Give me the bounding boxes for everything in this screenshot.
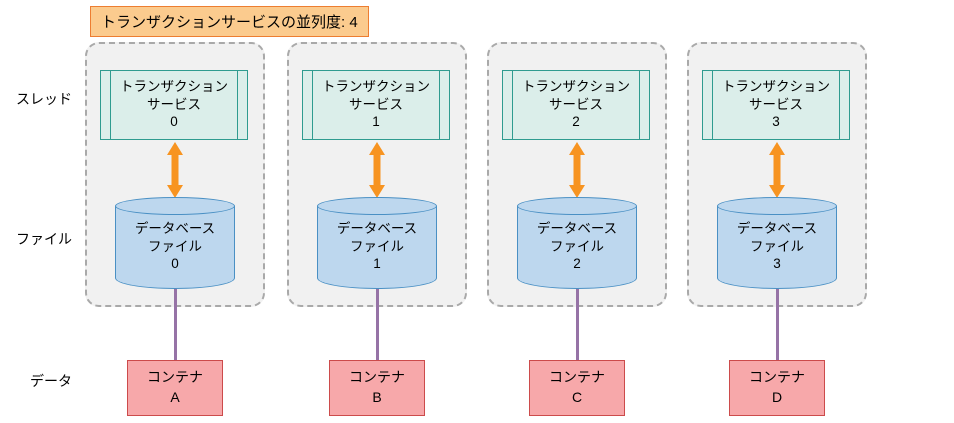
thread-file-panel: トランザクション サービス 1 データベース ファイル 1	[287, 42, 467, 307]
database-file-label: データベース ファイル 0	[115, 220, 235, 273]
process-side-bar-icon	[312, 71, 313, 139]
service-label-line2: サービス	[349, 96, 403, 112]
service-label-line1: トランザクション	[322, 79, 430, 94]
database-file-label: データベース ファイル 3	[717, 220, 837, 273]
thread-file-panel: トランザクション サービス 0 データベース ファイル 0	[85, 42, 265, 307]
database-number: 0	[171, 256, 179, 272]
service-column-0: トランザクション サービス 0 データベース ファイル 0	[85, 0, 265, 423]
process-side-bar-icon	[712, 71, 713, 139]
database-file-cylinder: データベース ファイル 0	[115, 197, 235, 289]
service-number: 2	[572, 114, 580, 130]
container-name: D	[771, 389, 783, 406]
container-label: コンテナ	[147, 369, 203, 385]
cylinder-top	[115, 197, 235, 215]
service-label-line2: サービス	[147, 96, 201, 112]
cylinder-top	[517, 197, 637, 215]
service-number: 3	[772, 114, 780, 130]
database-number: 3	[773, 256, 781, 272]
database-label-line1: データベース	[336, 221, 418, 236]
service-column-3: トランザクション サービス 3 データベース ファイル 3	[687, 0, 867, 423]
row-label-data: データ	[30, 373, 72, 389]
cylinder-body	[517, 206, 637, 289]
process-side-bar-icon	[439, 71, 440, 139]
database-label-line1: データベース	[536, 221, 618, 236]
transaction-service-box: トランザクション サービス 2	[502, 70, 650, 140]
container-name: A	[170, 389, 180, 406]
service-column-1: トランザクション サービス 1 データベース ファイル 1	[287, 0, 467, 423]
container-label: コンテナ	[549, 369, 605, 385]
connector-line	[575, 289, 579, 361]
service-number: 1	[372, 114, 380, 130]
process-side-bar-icon	[237, 71, 238, 139]
database-file-cylinder: データベース ファイル 2	[517, 197, 637, 289]
database-file-cylinder: データベース ファイル 3	[717, 197, 837, 289]
cylinder-body	[317, 206, 437, 289]
process-side-bar-icon	[839, 71, 840, 139]
database-file-label: データベース ファイル 1	[317, 220, 437, 273]
container-box: コンテナ B	[329, 360, 425, 416]
database-label-line2: ファイル	[350, 238, 404, 254]
container-label: コンテナ	[349, 369, 405, 385]
transaction-service-box: トランザクション サービス 0	[100, 70, 248, 140]
cylinder-body	[717, 206, 837, 289]
container-box: コンテナ A	[127, 360, 223, 416]
service-column-2: トランザクション サービス 2 データベース ファイル 2	[487, 0, 667, 423]
database-label-line2: ファイル	[148, 238, 202, 254]
connector-line	[375, 289, 379, 361]
cylinder-body	[115, 206, 235, 289]
process-side-bar-icon	[639, 71, 640, 139]
container-name: B	[372, 389, 382, 406]
process-side-bar-icon	[110, 71, 111, 139]
process-side-bar-icon	[512, 71, 513, 139]
database-file-label: データベース ファイル 2	[517, 220, 637, 273]
row-label-thread: スレッド	[16, 91, 72, 107]
database-label-line2: ファイル	[550, 238, 604, 254]
row-label-file: ファイル	[16, 231, 72, 247]
double-arrow-icon	[489, 142, 665, 198]
service-label-line2: サービス	[749, 96, 803, 112]
database-label-line1: データベース	[736, 221, 818, 236]
container-name: C	[571, 389, 583, 406]
transaction-service-box: トランザクション サービス 3	[702, 70, 850, 140]
service-label-line2: サービス	[549, 96, 603, 112]
thread-file-panel: トランザクション サービス 2 データベース ファイル 2	[487, 42, 667, 307]
database-label-line2: ファイル	[750, 238, 804, 254]
database-number: 1	[373, 256, 381, 272]
container-box: コンテナ D	[729, 360, 825, 416]
cylinder-top	[317, 197, 437, 215]
diagram-title: トランザクションサービスの並列度: 4	[90, 6, 369, 37]
transaction-service-box: トランザクション サービス 1	[302, 70, 450, 140]
cylinder-top	[717, 197, 837, 215]
database-number: 2	[573, 256, 581, 272]
service-label-line1: トランザクション	[722, 79, 830, 94]
double-arrow-icon	[689, 142, 865, 198]
connector-line	[173, 289, 177, 361]
double-arrow-icon	[289, 142, 465, 198]
service-number: 0	[170, 114, 178, 130]
service-label-line1: トランザクション	[522, 79, 630, 94]
service-label-line1: トランザクション	[120, 79, 228, 94]
connector-line	[775, 289, 779, 361]
thread-file-panel: トランザクション サービス 3 データベース ファイル 3	[687, 42, 867, 307]
database-label-line1: データベース	[134, 221, 216, 236]
database-file-cylinder: データベース ファイル 1	[317, 197, 437, 289]
double-arrow-icon	[87, 142, 263, 198]
container-label: コンテナ	[749, 369, 805, 385]
container-box: コンテナ C	[529, 360, 625, 416]
